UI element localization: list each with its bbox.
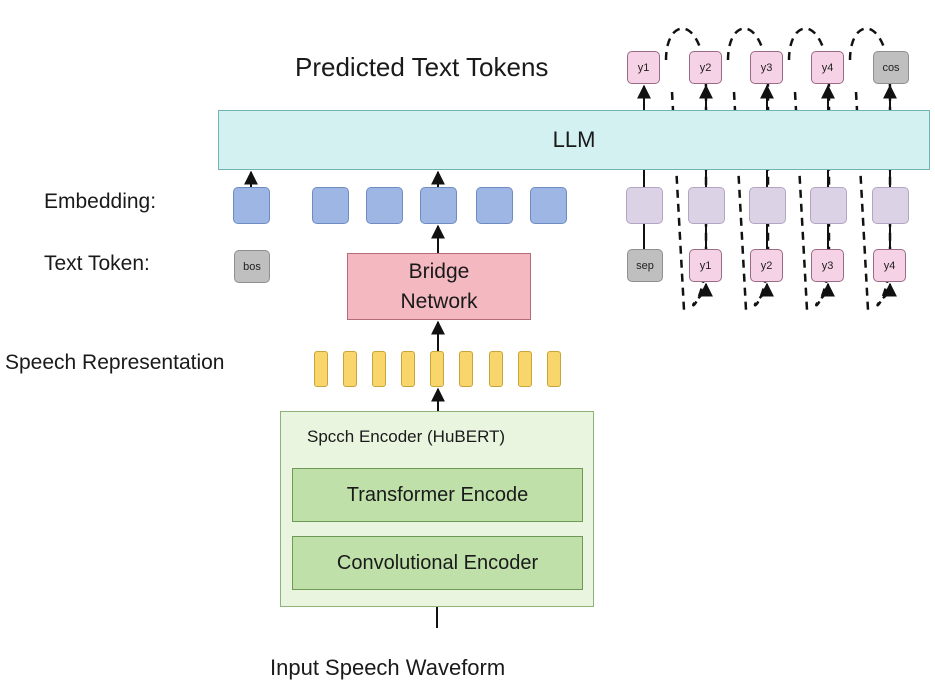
speech-encoder-block: Spcch Encoder (HuBERT) Transformer Encod… <box>280 411 594 607</box>
speech-representation-frame <box>430 351 444 387</box>
convolutional-encoder-block: Convolutional Encoder <box>292 536 583 590</box>
embedding-speech <box>312 187 349 224</box>
speech-representation-frame <box>343 351 357 387</box>
embedding-speech <box>366 187 403 224</box>
output-token: y2 <box>689 51 722 84</box>
bridge-network-label-line1: Bridge <box>408 259 470 283</box>
output-token-eos: cos <box>873 51 909 84</box>
speech-representation-frame <box>489 351 503 387</box>
input-token: y4 <box>873 249 906 282</box>
output-token: y3 <box>750 51 783 84</box>
autoregressive-loop <box>848 27 892 307</box>
embedding-speech <box>420 187 457 224</box>
speech-representation-frame <box>314 351 328 387</box>
autoregressive-loop <box>787 27 831 307</box>
speech-representation-frame <box>459 351 473 387</box>
embedding-row-label: Embedding: <box>44 190 157 213</box>
speech-representation-frame <box>547 351 561 387</box>
embedding-speech <box>476 187 513 224</box>
transformer-encoder-label: Transformer Encode <box>346 483 529 506</box>
speech-representation-frame <box>518 351 532 387</box>
transformer-encoder-block: Transformer Encode <box>292 468 583 522</box>
input-speech-waveform-label: Input Speech Waveform <box>270 655 506 680</box>
speech-representation-row-label: Speech Representation <box>5 351 225 374</box>
embedding-text <box>688 187 725 224</box>
input-token: y1 <box>689 249 722 282</box>
bridge-network-block: Bridge Network <box>347 253 531 320</box>
output-token: y4 <box>811 51 844 84</box>
input-token: y2 <box>750 249 783 282</box>
speech-encoder-title: Spcch Encoder (HuBERT) <box>307 427 506 446</box>
embedding-text <box>749 187 786 224</box>
speech-representation-frame <box>372 351 386 387</box>
convolutional-encoder-label: Convolutional Encoder <box>336 551 539 574</box>
embedding-text <box>626 187 663 224</box>
embedding-bos <box>233 187 270 224</box>
diagram-title: Predicted Text Tokens <box>295 52 549 82</box>
autoregressive-loop <box>664 27 708 307</box>
input-token-sep: sep <box>627 249 663 282</box>
bridge-network-label-line2: Network <box>400 289 478 313</box>
autoregressive-loop <box>726 27 770 307</box>
output-token: y1 <box>627 51 660 84</box>
embedding-speech <box>530 187 567 224</box>
llm-block: LLM <box>218 110 930 170</box>
input-token-bos: bos <box>234 250 270 283</box>
text-token-row-label: Text Token: <box>44 252 150 275</box>
embedding-text <box>872 187 909 224</box>
speech-representation-frame <box>401 351 415 387</box>
llm-label: LLM <box>552 127 596 152</box>
input-token: y3 <box>811 249 844 282</box>
embedding-text <box>810 187 847 224</box>
